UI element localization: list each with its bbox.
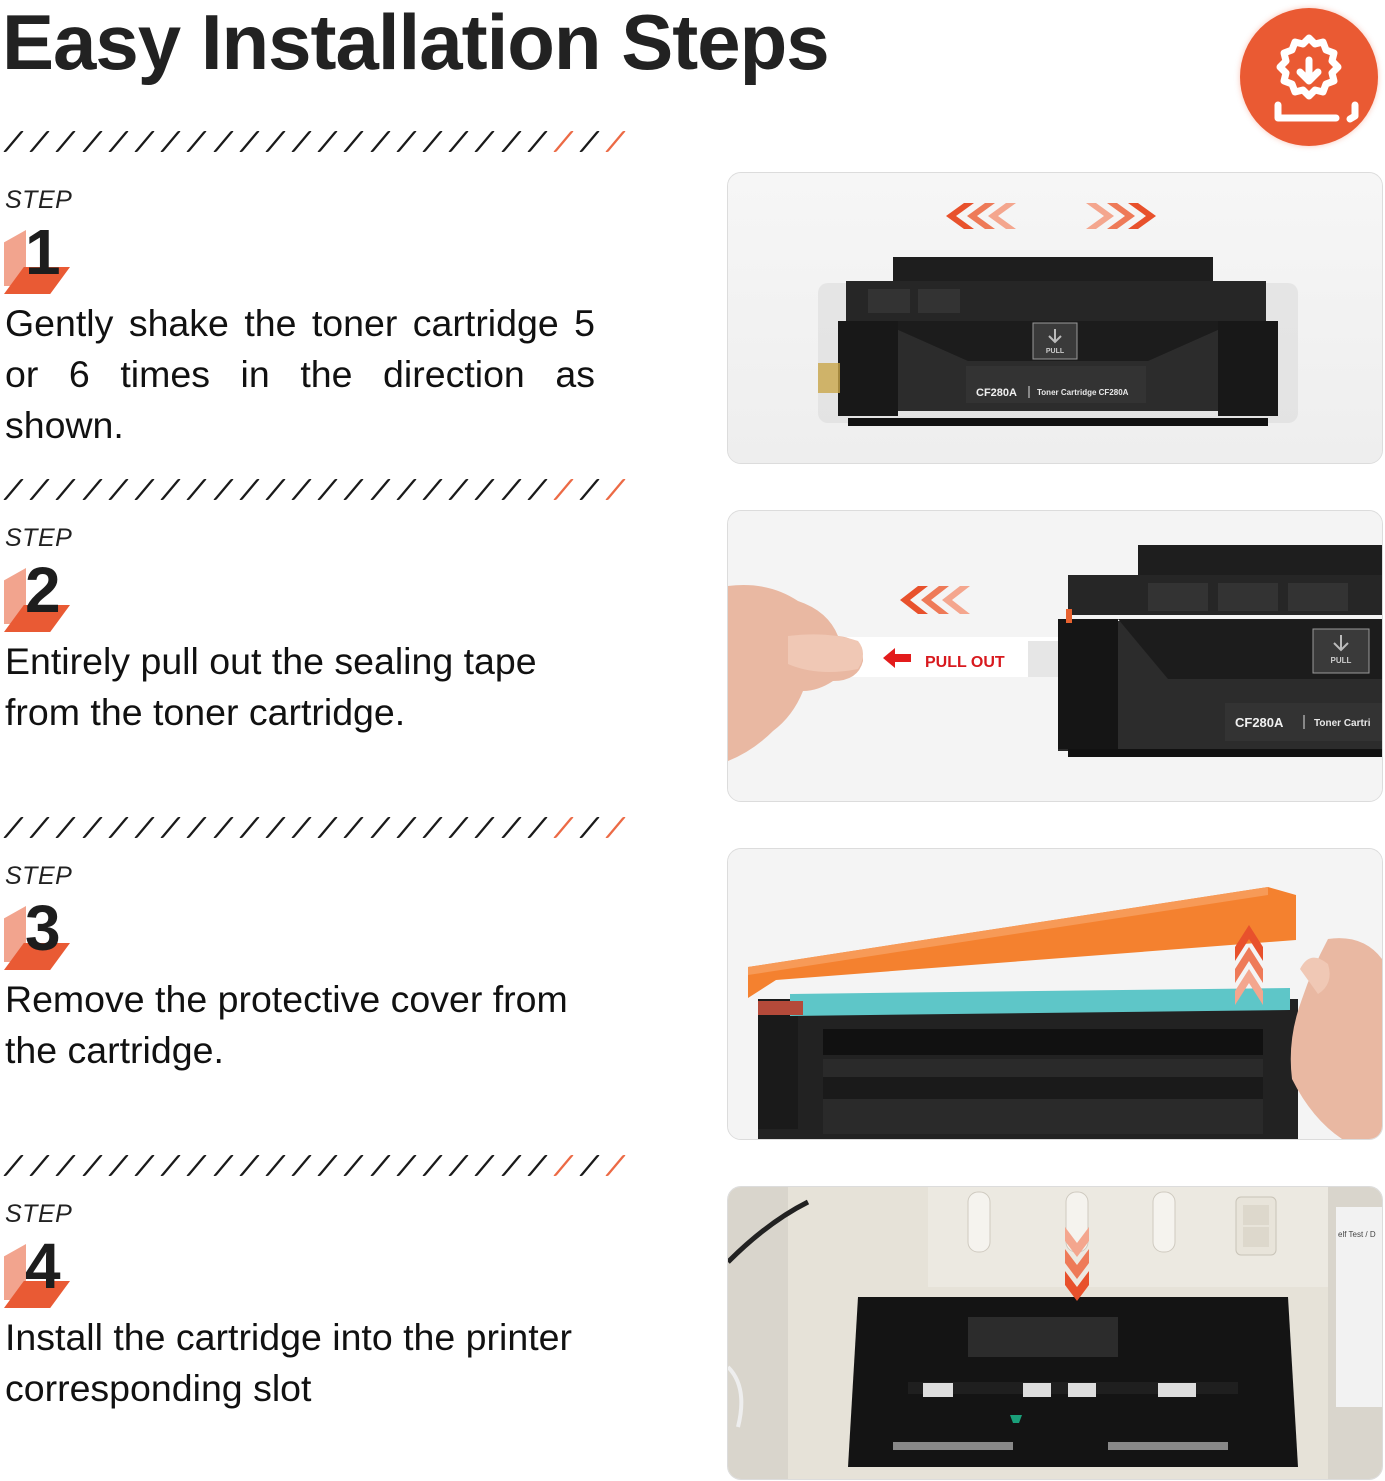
step-label: STEP (5, 862, 73, 890)
slash-divider (4, 816, 654, 838)
slash-divider (4, 1154, 654, 1176)
slash-divider (4, 478, 654, 500)
svg-text:elf Test / D: elf Test / D (1338, 1230, 1376, 1239)
step-description: Remove the protective cover from the car… (5, 978, 568, 1071)
step-number: 2 (25, 554, 61, 626)
step-label: STEP (5, 186, 73, 214)
step-description: Entirely pull out the sealing tape from … (5, 640, 537, 733)
step-label: STEP (5, 1200, 73, 1228)
svg-text:CF280A: CF280A (1235, 715, 1284, 730)
step-label: STEP (5, 524, 73, 552)
step-1-image: PULL CF280A Toner Cartridge CF280A (727, 172, 1383, 464)
svg-text:PULL: PULL (1331, 656, 1352, 665)
step-description: Install the cartridge into the printer c… (5, 1316, 572, 1409)
step-number-badge: 4 (4, 1230, 74, 1308)
gear-download-icon (1240, 8, 1378, 146)
svg-text:Toner Cartri: Toner Cartri (1314, 718, 1371, 729)
page-title: Easy Installation Steps (2, 0, 830, 86)
left-chevrons-icon (900, 586, 970, 614)
step-number-badge: 1 (4, 216, 74, 294)
step-4-image: elf Test / D (727, 1186, 1383, 1480)
step-number: 4 (25, 1230, 61, 1302)
down-chevrons-icon (1065, 1227, 1089, 1301)
svg-text:PULL OUT: PULL OUT (925, 654, 1005, 671)
step-number-badge: 2 (4, 554, 74, 632)
left-chevrons-icon (946, 203, 1016, 229)
step-2-image: PULL OUT PULL CF280A Toner Cartri (727, 510, 1383, 802)
step-number-badge: 3 (4, 892, 74, 970)
slash-divider (4, 130, 654, 152)
step-description: Gently shake the toner cartridge 5 or 6 … (5, 302, 595, 446)
step-number: 3 (25, 892, 61, 964)
right-chevrons-icon (1086, 203, 1156, 229)
svg-text:CF280A: CF280A (976, 387, 1017, 399)
step-3-image (727, 848, 1383, 1140)
up-chevrons-icon (1235, 925, 1263, 1005)
step-number: 1 (25, 216, 61, 288)
svg-text:PULL: PULL (1046, 348, 1065, 355)
svg-text:Toner Cartridge CF280A: Toner Cartridge CF280A (1037, 388, 1129, 397)
left-arrow-icon (883, 648, 911, 668)
